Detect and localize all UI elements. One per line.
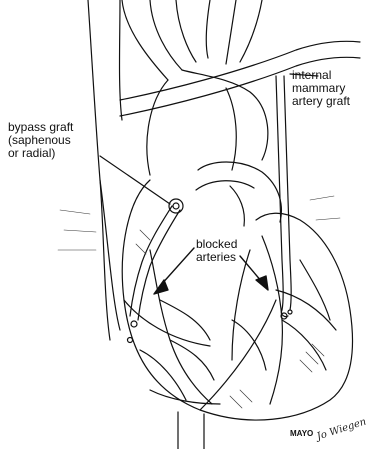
internal-mammary-label: internal mammary artery graft: [292, 69, 350, 108]
bypass-leader: [100, 156, 170, 204]
vena-cava: [88, 0, 122, 340]
mayo-mark: MAYO: [290, 430, 313, 438]
label-line: artery graft: [292, 95, 350, 108]
pulmonary-artery: [196, 162, 281, 226]
bypass-graft-label: bypass graft (saphenous or radial): [8, 121, 73, 160]
label-line: arteries: [196, 251, 237, 264]
internal-mammary-graft: [276, 76, 292, 319]
coronary-vessels: [140, 236, 336, 404]
label-line: or radial): [8, 147, 73, 160]
blocked-arteries-label: blocked arteries: [196, 238, 237, 264]
inferior-vena-cava: [178, 412, 204, 449]
shading-hatching: [58, 196, 340, 408]
bypass-graft: [128, 199, 184, 343]
